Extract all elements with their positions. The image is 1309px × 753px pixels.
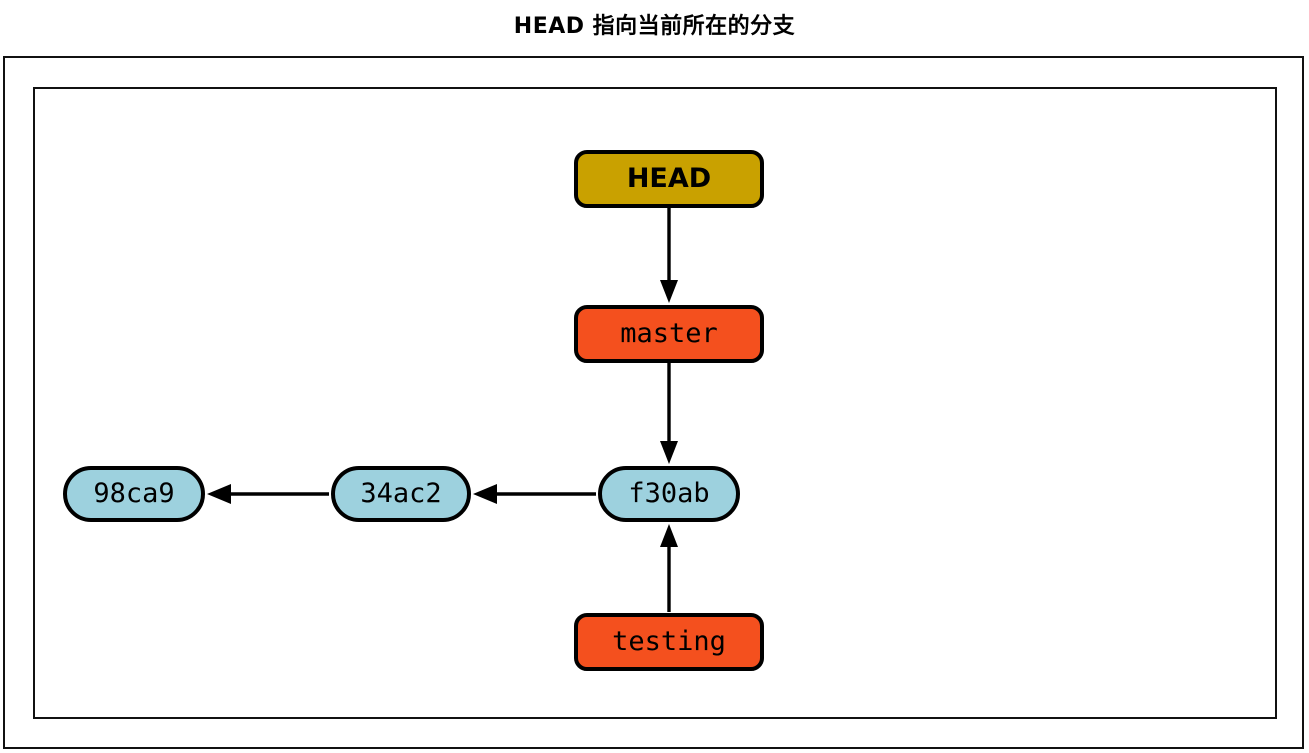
node-head-label: HEAD <box>626 162 712 194</box>
node-testing-label: testing <box>612 625 726 657</box>
node-commit-98ca9-label: 98ca9 <box>93 477 175 509</box>
edge-testing-to-f30ab <box>660 524 678 612</box>
edge-34ac2-to-98ca9 <box>207 484 329 504</box>
node-master[interactable]: master <box>574 305 764 363</box>
node-commit-98ca9[interactable]: 98ca9 <box>63 466 205 522</box>
edge-f30ab-to-34ac2 <box>473 484 596 504</box>
edge-master-to-f30ab <box>660 363 678 464</box>
node-head[interactable]: HEAD <box>574 150 764 208</box>
node-commit-34ac2-label: 34ac2 <box>360 477 442 509</box>
node-commit-f30ab[interactable]: f30ab <box>598 466 740 522</box>
node-testing[interactable]: testing <box>574 613 764 671</box>
node-commit-34ac2[interactable]: 34ac2 <box>331 466 471 522</box>
page-title: HEAD 指向当前所在的分支 <box>513 14 796 39</box>
edge-head-to-master <box>660 208 678 303</box>
node-master-label: master <box>620 317 718 349</box>
node-commit-f30ab-label: f30ab <box>628 477 710 509</box>
